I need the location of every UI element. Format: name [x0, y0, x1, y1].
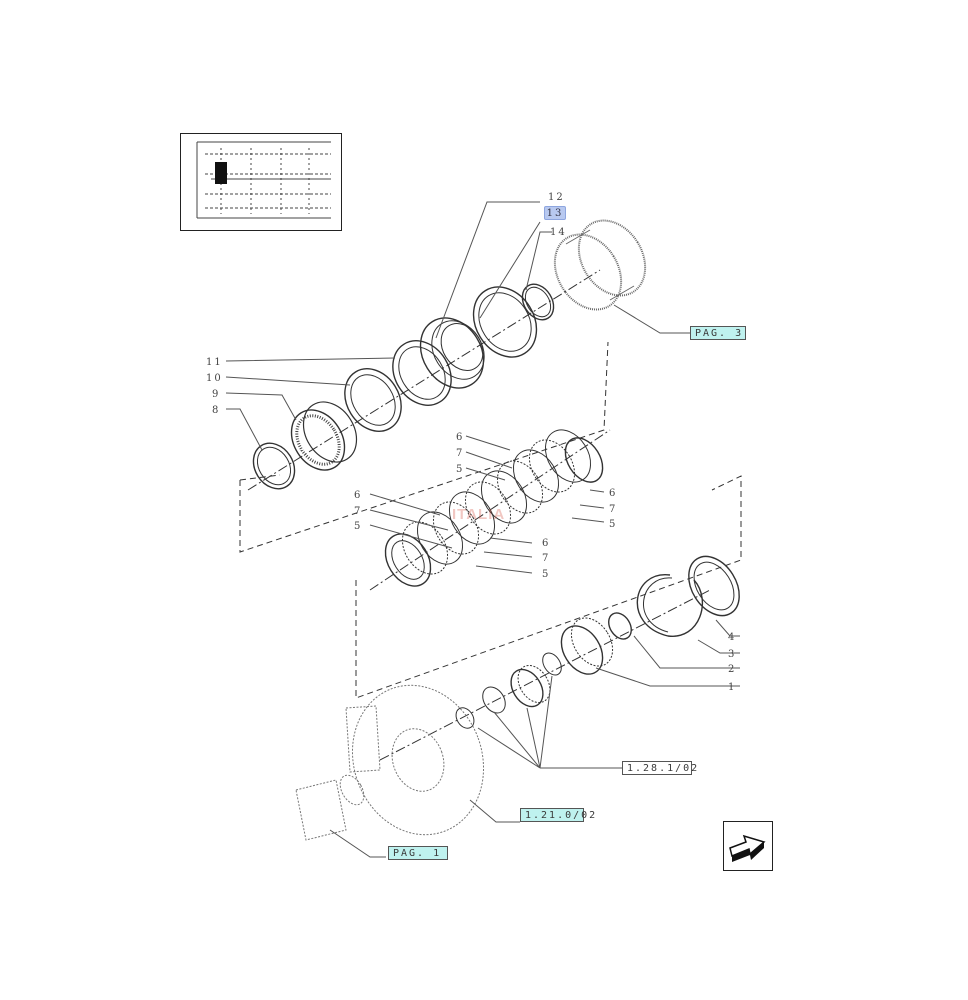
- snap-ring-3[interactable]: [636, 574, 703, 637]
- callout-11: 11: [206, 357, 223, 368]
- gearbox-location-thumbnail[interactable]: [180, 133, 342, 231]
- callout-6d: 6: [542, 538, 550, 549]
- seal-13[interactable]: [461, 275, 549, 368]
- callout-5b: 5: [354, 521, 362, 532]
- final-drive-housing[interactable]: [332, 667, 504, 854]
- ref-pag-1[interactable]: PAG. 1: [388, 846, 448, 860]
- callout-9: 9: [212, 389, 220, 400]
- watermark: ITALIA: [452, 506, 506, 523]
- callout-7c: 7: [609, 504, 617, 515]
- callout-5c: 5: [609, 519, 617, 530]
- callout-6c: 6: [609, 488, 617, 499]
- callout-6a: 6: [456, 432, 464, 443]
- ring-8[interactable]: [245, 436, 303, 497]
- callout-13-selected[interactable]: 13: [544, 206, 566, 220]
- washer-11[interactable]: [381, 330, 463, 416]
- callout-1: 1: [728, 682, 736, 693]
- hub-9[interactable]: [281, 392, 368, 480]
- clutch-disc-pack[interactable]: [376, 422, 610, 595]
- page-forward-arrow-icon: [729, 834, 766, 862]
- washer-10[interactable]: [333, 358, 412, 442]
- callout-8: 8: [212, 405, 220, 416]
- page-forward-button[interactable]: [723, 821, 773, 871]
- ref-1-28-1-02[interactable]: 1.28.1/02: [622, 761, 697, 775]
- gear-4[interactable]: [678, 547, 749, 625]
- callout-6b: 6: [354, 490, 362, 501]
- ref-1-21-0-02[interactable]: 1.21.0/02: [520, 808, 595, 822]
- callout-2: 2: [728, 664, 736, 675]
- gearbox-thumbnail-icon: [196, 141, 331, 219]
- hub-1[interactable]: [553, 610, 621, 681]
- piston-12[interactable]: [408, 306, 496, 399]
- callout-12: 12: [548, 192, 565, 203]
- ring-2[interactable]: [604, 609, 636, 643]
- callout-14: 14: [550, 227, 567, 238]
- ring-14[interactable]: [516, 278, 560, 325]
- ref-pag-3[interactable]: PAG. 3: [690, 326, 746, 340]
- roller-cage[interactable]: [541, 208, 658, 322]
- output-shaft[interactable]: [295, 771, 369, 841]
- callout-10: 10: [206, 373, 223, 384]
- callout-3: 3: [728, 649, 736, 660]
- callout-5a: 5: [456, 464, 464, 475]
- callout-7b: 7: [354, 506, 362, 517]
- planetary-gears[interactable]: [452, 650, 565, 732]
- callout-5d: 5: [542, 569, 550, 580]
- callout-7d: 7: [542, 553, 550, 564]
- callout-4: 4: [728, 632, 736, 643]
- callout-7a: 7: [456, 448, 464, 459]
